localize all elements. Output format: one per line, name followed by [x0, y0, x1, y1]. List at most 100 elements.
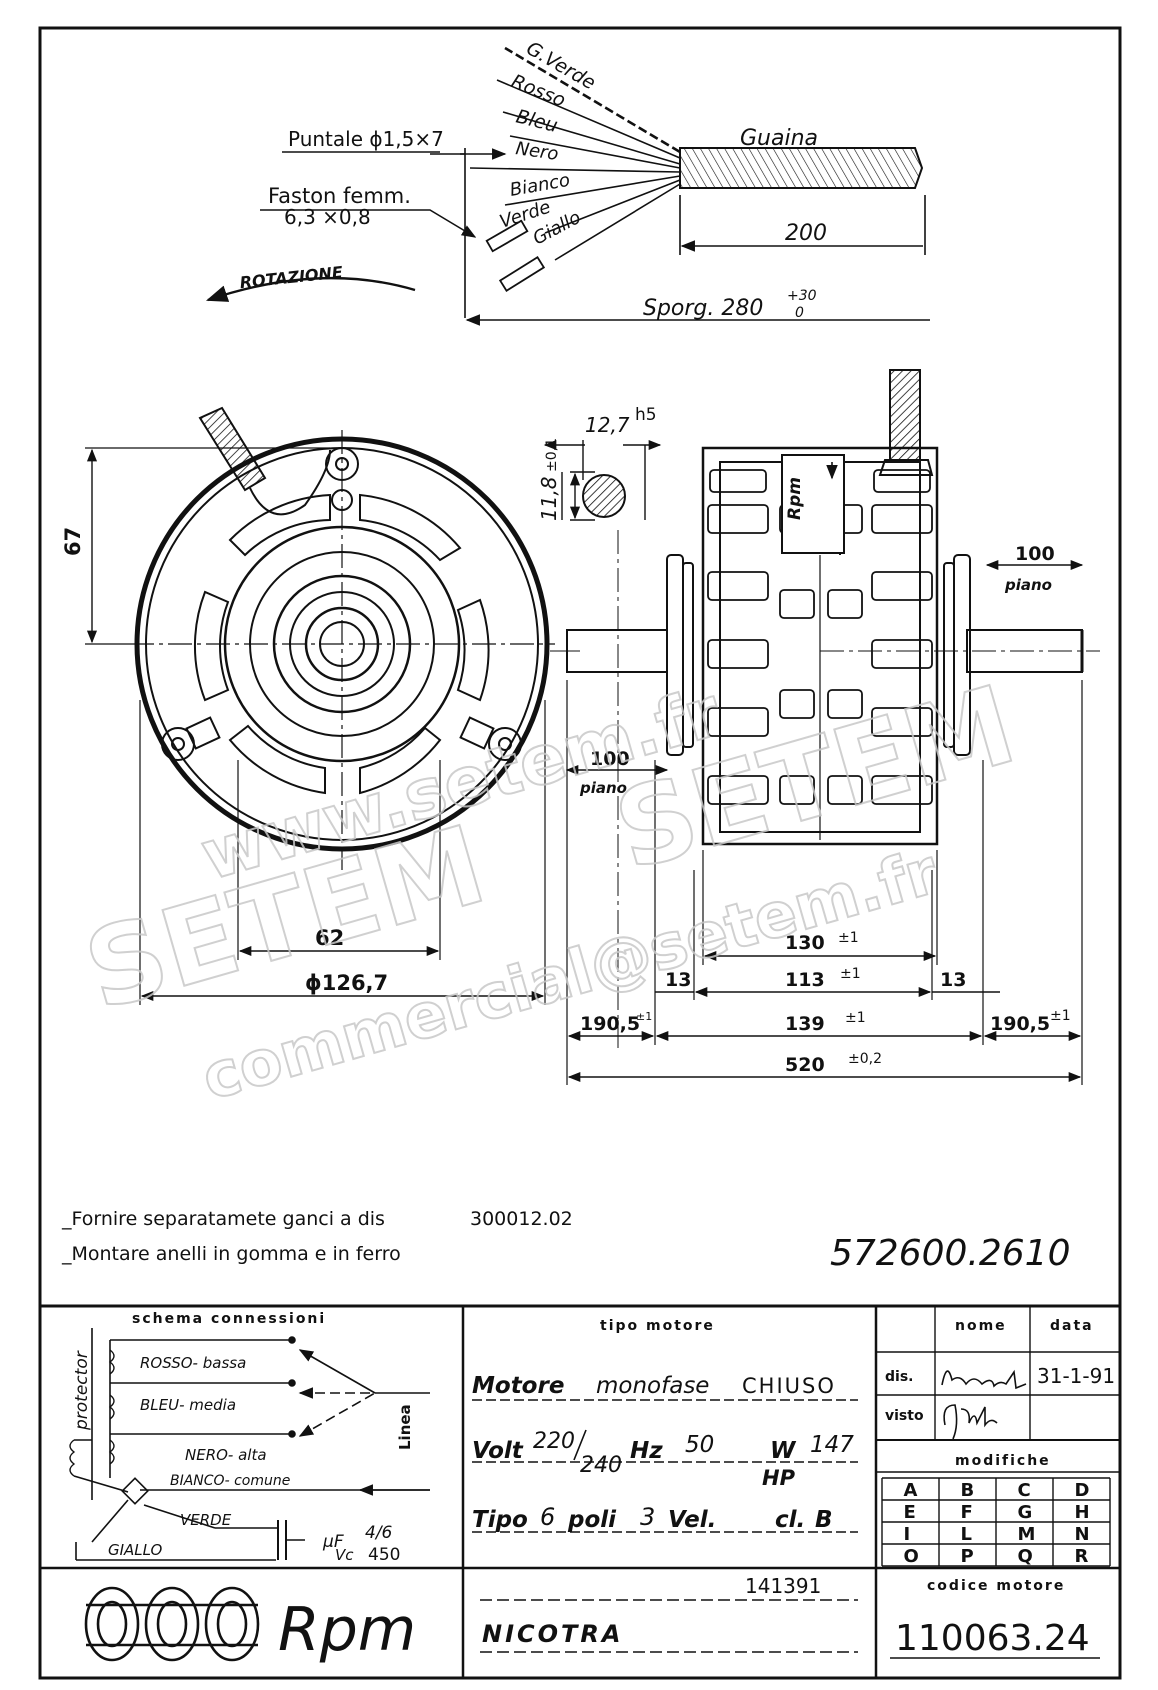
- piano-right-value: 100: [1015, 543, 1055, 565]
- modifiche-letter: O: [904, 1546, 919, 1567]
- shaft-dia: 12,7: [585, 413, 630, 437]
- overhang-label: Sporg. 280: [643, 296, 763, 321]
- schema-protector: protector: [72, 1350, 92, 1431]
- modifiche-letter: N: [1075, 1524, 1090, 1545]
- side-plate-label: Rpm: [785, 477, 805, 520]
- approval-visto: visto: [885, 1408, 924, 1424]
- approval-data: data: [1050, 1318, 1094, 1334]
- modifiche-letter: Q: [1018, 1546, 1033, 1567]
- schema-bianco: BIANCO- comune: [170, 1473, 290, 1489]
- motor-front-view: [85, 406, 555, 1005]
- approval-nome: nome: [955, 1318, 1007, 1334]
- class-value: B: [815, 1507, 833, 1533]
- schema-linea: Linea: [396, 1404, 414, 1450]
- logo-coils-icon: [84, 1586, 260, 1662]
- motor-side-view: [550, 369, 1100, 1085]
- schema-vc-unit: Vc: [335, 1546, 354, 1564]
- shaft-flat-tol: ±0,1: [544, 438, 560, 472]
- dim-190a-tol: ±1: [636, 1010, 652, 1023]
- dim-13a: 13: [665, 969, 691, 991]
- schema-bleu: BLEU- media: [140, 1396, 236, 1414]
- motor-l1-closed: CHIUSO: [742, 1374, 836, 1398]
- volt-a: 220: [533, 1429, 575, 1454]
- modifiche-letter: F: [961, 1502, 973, 1523]
- volt-label: Volt: [472, 1438, 524, 1464]
- note-line-1-ref: 300012.02: [470, 1208, 573, 1230]
- poli-number: 6: [540, 1503, 555, 1531]
- modifiche-letter: A: [904, 1480, 918, 1501]
- modifiche-letter: G: [1018, 1502, 1033, 1523]
- overhang-tol-dn: 0: [795, 305, 804, 321]
- visto-signature: [943, 1404, 998, 1440]
- modifiche-letter: C: [1018, 1480, 1031, 1501]
- schema-uf-val: 4/6: [365, 1523, 393, 1543]
- dim-520-tol: ±0,2: [848, 1051, 882, 1067]
- modifiche-letter: P: [961, 1546, 974, 1567]
- volt-slash: [573, 1429, 587, 1461]
- dim-139: 139: [785, 1013, 825, 1035]
- w-label: W: [770, 1438, 797, 1464]
- shaft-section: [543, 439, 662, 1050]
- sheath-length: 200: [785, 221, 827, 246]
- note-line-1: _Fornire separatamete ganci a dis: [61, 1208, 385, 1230]
- wire-label-2: Bleu: [514, 106, 560, 138]
- approval-dis: dis.: [885, 1369, 913, 1385]
- dim-130-tol: ±1: [838, 930, 859, 946]
- hz-label: Hz: [630, 1438, 663, 1464]
- modifiche-letter: I: [904, 1524, 911, 1545]
- faston-label-2: 6,3 ×0,8: [284, 205, 371, 229]
- dim-190b: 190,5: [990, 1013, 1050, 1035]
- shaft-dia-tol: h5: [635, 405, 657, 425]
- tipo-label: Tipo: [472, 1507, 528, 1533]
- schema-nero: NERO- alta: [185, 1446, 267, 1464]
- modifiche-letter: L: [961, 1524, 972, 1545]
- schema-title: schema connessioni: [132, 1311, 326, 1327]
- dim-126-7: ϕ126,7: [305, 971, 388, 995]
- dim-520: 520: [785, 1054, 825, 1076]
- modifiche-letter: R: [1075, 1546, 1089, 1567]
- customer-ref: 141391: [745, 1574, 821, 1598]
- piano-right-text: piano: [1004, 576, 1052, 594]
- dim-113-tol: ±1: [840, 966, 861, 982]
- schema-verde: VERDE: [180, 1511, 232, 1529]
- approval-dis-date: 31-1-91: [1037, 1364, 1115, 1388]
- modifiche-letter: E: [904, 1502, 916, 1523]
- piano-left-value: 100: [590, 748, 630, 770]
- shaft-flat: 11,8: [537, 476, 561, 521]
- sheet-border: [38, 26, 1122, 1680]
- code-value: 110063.24: [895, 1618, 1090, 1659]
- schema-rosso: ROSSO- bassa: [140, 1354, 246, 1372]
- code-title: codice motore: [927, 1578, 1065, 1594]
- rotation-label: ROTAZIONE: [239, 263, 344, 293]
- logo-brand: Rpm: [278, 1595, 416, 1665]
- poli-label: poli: [567, 1507, 617, 1533]
- motor-l1-bold: Motore: [472, 1373, 564, 1399]
- modifiche-title: modifiche: [955, 1453, 1051, 1469]
- wire-label-3: Nero: [514, 138, 559, 165]
- note-line-2: _Montare anelli in gomma e in ferro: [61, 1243, 401, 1265]
- dim-190a: 190,5: [580, 1013, 640, 1035]
- dim-130: 130: [785, 932, 825, 954]
- modifiche-letter: B: [961, 1480, 975, 1501]
- dis-signature: [941, 1369, 1027, 1390]
- connection-schema: [69, 1328, 430, 1561]
- piano-left-text: piano: [579, 779, 627, 797]
- dim-13b: 13: [940, 969, 966, 991]
- schema-giallo: GIALLO: [108, 1541, 163, 1559]
- hz-value: 50: [685, 1432, 714, 1458]
- drawing-number: 572600.2610: [830, 1233, 1071, 1274]
- schema-vc-val: 450: [368, 1545, 400, 1565]
- motor-l1-handwritten: monofase: [596, 1373, 709, 1399]
- hp-label: HP: [762, 1466, 796, 1490]
- dim-190b-tol: ±1: [1050, 1008, 1071, 1024]
- volt-b: 240: [580, 1453, 622, 1478]
- w-value: 147: [810, 1432, 854, 1458]
- class-label: cl.: [775, 1507, 805, 1533]
- faston-label-1: Faston femm.: [268, 184, 411, 208]
- modifiche-letter: M: [1018, 1524, 1036, 1545]
- cable-diagram: [205, 46, 930, 326]
- dim-113: 113: [785, 969, 825, 991]
- dim-62: 62: [315, 926, 344, 950]
